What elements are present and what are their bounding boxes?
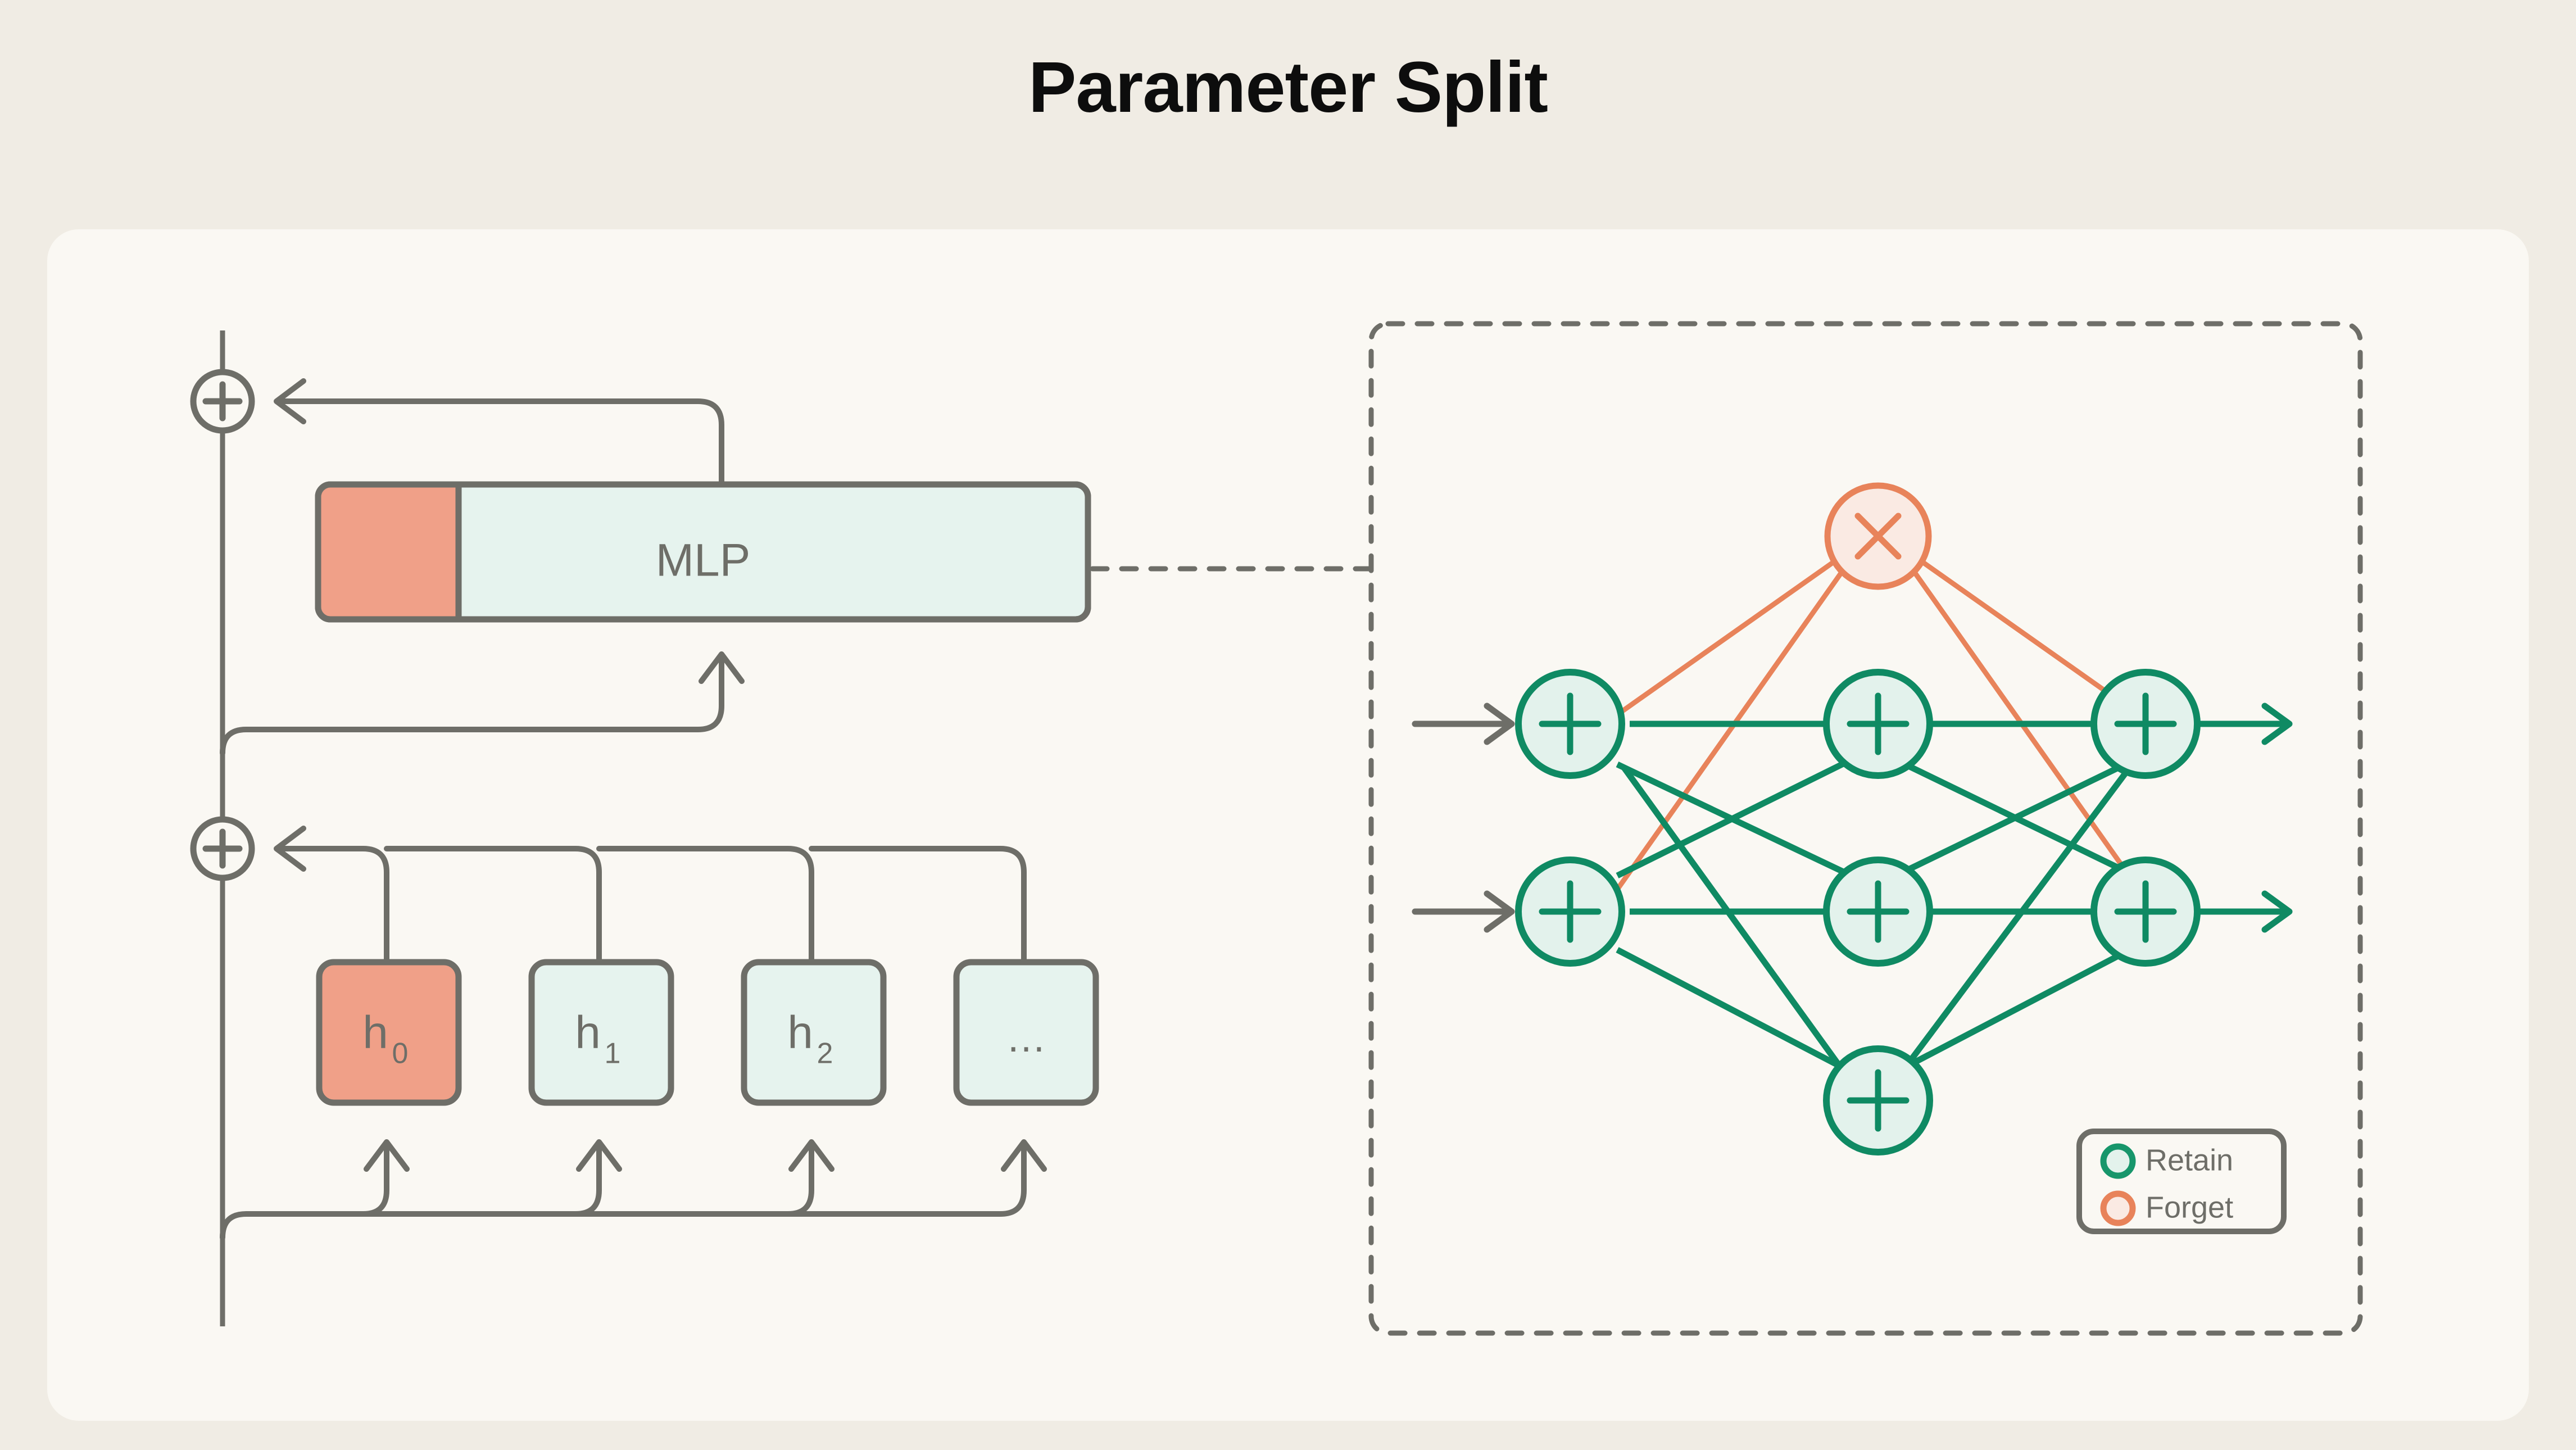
mlp-block-outline [315,481,1091,623]
legend-marker-forget [2100,1190,2136,1226]
network-node-out-bot[interactable] [2090,857,2201,967]
mlp-label: MLP [656,535,751,586]
retain-edge-in-top-mid-low [1621,765,1840,1066]
network-node-mid-bot[interactable] [1823,857,1933,967]
network-node-in-top[interactable] [1515,669,1625,779]
arrowhead-head-1 [576,1139,622,1172]
output-arrow-bot-head [2261,890,2293,933]
residual-add-top [190,369,255,434]
plus-icon [1847,880,1910,943]
retain-edge-in-bot-mid-low [1616,947,1845,1071]
head-box-subscript: 2 [817,1037,833,1070]
network-node-mid-low[interactable] [1823,1045,1933,1156]
head-box-0[interactable]: h 0 [316,959,462,1106]
network-node-mid-top[interactable] [1823,669,1933,779]
head-input-rail [220,1144,1027,1240]
head-box-subscript: 0 [392,1037,409,1070]
plus-icon [1847,1069,1910,1132]
retain-edge-mid-low-out-bot [1904,947,2131,1070]
arrowhead-to-mlp [699,651,745,684]
head-input-wire-2 [785,1144,814,1217]
head-input-wire-1 [573,1144,602,1217]
parameter-network-panel: Retain Forget [1368,321,2363,1336]
arrowhead-head-3 [1001,1139,1047,1172]
head-input-wire-0 [360,1144,389,1217]
head-output-wire-2 [596,846,814,964]
forget-edge-out-bot [1905,560,2151,905]
head-output-wire-1 [384,846,602,964]
legend-label-retain: Retain [2146,1143,2233,1177]
retain-edge-mid-bot-out-top [1901,760,2129,875]
head-box-label: h [787,1007,813,1058]
arrowhead-head-2 [788,1139,835,1172]
head-output-wire-3 [809,846,1027,964]
mlp-input-wire [220,656,724,756]
plus-icon [1847,692,1910,755]
residual-stream-diagram: MLP h 0 h [190,330,1099,1326]
plus-icon [2114,880,2177,943]
retain-edges [1616,721,2131,1071]
head-box-subscript: 1 [605,1037,621,1070]
output-arrow-top-head [2261,703,2293,745]
head-box-ellipsis: … [1006,1016,1046,1061]
retain-edge-mid-low-out-top [1906,767,2131,1066]
plus-icon [2114,692,2177,755]
arrowhead-head-0 [364,1139,410,1172]
head-box-2[interactable]: h 2 [741,959,887,1106]
head-box-label: h [575,1007,601,1058]
arrowhead-to-add-bottom [274,826,306,872]
mlp-block[interactable]: MLP [315,481,1091,623]
page-title: Parameter Split [1028,47,1548,128]
retain-edge-in-bot-mid-top [1616,760,1846,878]
residual-add-bottom [190,816,255,881]
network-node-out-top[interactable] [2090,669,2201,779]
legend-label-forget: Forget [2146,1190,2233,1224]
network-input-arrows [1412,703,1515,933]
network-legend: Retain Forget [2076,1129,2287,1234]
plus-icon [1539,692,1602,755]
forget-edge-out-top [1898,543,2142,718]
mlp-output-wire [278,398,724,486]
legend-marker-retain [2100,1143,2136,1179]
forget-edges [1605,543,2151,905]
head-output-wire-0 [278,846,389,964]
panel-dashed-border [1368,321,2363,1336]
head-box-1[interactable]: h 1 [528,959,674,1106]
forget-edge-in-top [1614,543,1858,718]
mlp-forget-slice [318,484,459,619]
network-node-forget[interactable] [1824,482,1932,590]
input-arrow-bot-head [1484,890,1515,933]
arrowhead-to-add-top [274,378,306,424]
network-output-arrows [2193,703,2293,933]
plus-icon [1539,880,1602,943]
close-icon [1854,513,1902,560]
forget-edge-in-bot [1605,560,1851,905]
input-arrow-top-head [1484,703,1515,745]
head-box-label: h [362,1007,388,1058]
head-box-3[interactable]: … [953,959,1099,1106]
network-node-in-bot[interactable] [1515,857,1625,967]
